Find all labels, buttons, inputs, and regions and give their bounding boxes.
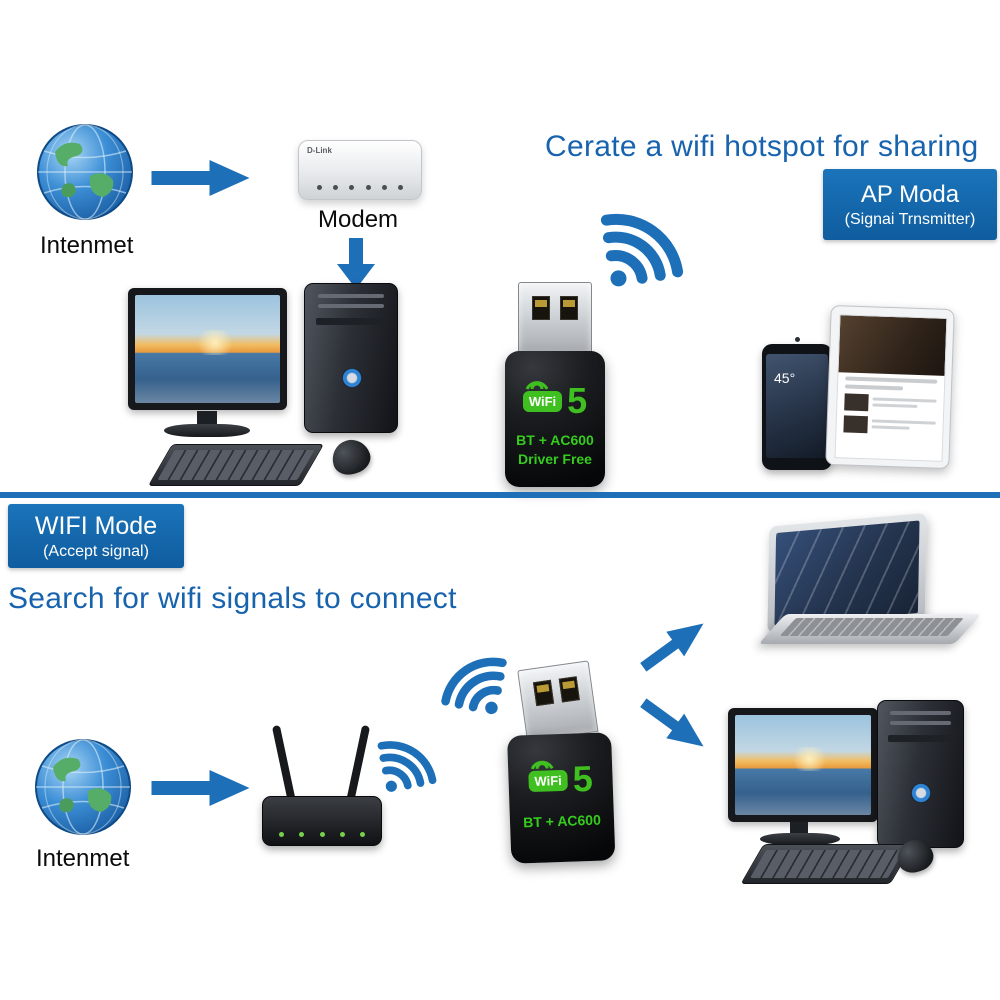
wifi-badge: WiFi xyxy=(522,390,563,412)
adapter-body: WiFi 5 BT + AC600 Driver Free xyxy=(505,351,605,487)
wifi-mode-subtitle: (Accept signal) xyxy=(43,543,149,561)
arrow-internet-to-router xyxy=(148,768,255,808)
tablet-hero-image xyxy=(838,315,947,376)
monitor-screen-beach xyxy=(135,295,280,403)
internet-globe-icon-bottom xyxy=(33,737,133,837)
ap-mode-subtitle: (Signai Trnsmitter) xyxy=(844,210,976,228)
arrow-modem-to-pc xyxy=(336,238,376,290)
router-device xyxy=(262,796,382,846)
wifi-signal-icon-router xyxy=(358,714,455,811)
power-button xyxy=(342,368,362,388)
smartphone: 45° xyxy=(762,337,832,470)
internet-label-bottom: Intenmet xyxy=(36,845,130,872)
modem-label: Modem xyxy=(318,206,399,233)
usb-wifi-adapter-top: WiFi 5 BT + AC600 Driver Free xyxy=(505,282,605,487)
internet-label-top: Intenmet xyxy=(40,232,134,259)
internet-globe-icon xyxy=(35,122,135,222)
phone-screen: 45° xyxy=(766,354,828,458)
modem-brand: D-Link xyxy=(307,146,332,155)
arrow-to-desktop xyxy=(630,684,719,766)
wifi5-logo: WiFi 5 xyxy=(505,351,605,421)
tablet-screen xyxy=(834,314,948,462)
monitor-base xyxy=(164,424,250,437)
monitor-neck xyxy=(790,822,808,834)
wifi-number: 5 xyxy=(567,380,588,421)
ap-mode-box: AP Moda (Signai Trnsmitter) xyxy=(823,169,997,240)
usb-connector xyxy=(518,282,592,354)
bottom-headline: Search for wifi signals to connect xyxy=(8,582,457,615)
wifi-signal-icon-middle xyxy=(420,628,528,736)
wifi5-logo: WiFi 5 xyxy=(507,732,613,800)
section-divider xyxy=(0,492,1000,498)
wifi-arcs-icon xyxy=(525,380,549,390)
desktop-monitor-bottom xyxy=(728,708,878,822)
adapter-text: BT + AC600 xyxy=(522,812,602,831)
power-button xyxy=(911,783,931,803)
monitor-screen-beach xyxy=(735,715,871,815)
usb-connector xyxy=(517,660,599,742)
top-headline: Cerate a wifi hotspot for sharing xyxy=(545,130,979,163)
usb-wifi-adapter-bottom: WiFi 5 BT + AC600 xyxy=(505,660,616,864)
wifi-number: 5 xyxy=(571,757,594,800)
wifi-signal-icon-top xyxy=(572,176,712,316)
monitor-base xyxy=(760,833,840,845)
keyboard-bottom xyxy=(740,844,914,884)
desktop-monitor-top xyxy=(128,288,287,410)
tablet xyxy=(825,304,955,470)
wifi-arcs-icon xyxy=(530,760,554,770)
arrow-to-laptop xyxy=(630,604,719,686)
wifi-badge: WiFi xyxy=(528,769,569,792)
modem-leds xyxy=(317,185,403,190)
modem-device: D-Link xyxy=(298,140,422,200)
adapter-text: BT + AC600 Driver Free xyxy=(516,432,594,467)
laptop-base xyxy=(758,614,982,644)
pc-tower-top xyxy=(304,283,398,433)
phone-temperature: 45° xyxy=(774,370,796,386)
adapter-body: WiFi 5 BT + AC600 xyxy=(507,732,616,864)
wifi-mode-box: WIFI Mode (Accept signal) xyxy=(8,504,184,568)
keyboard-top xyxy=(147,444,325,486)
router-leds xyxy=(279,832,365,837)
arrow-internet-to-modem xyxy=(148,158,255,198)
mouse-top xyxy=(327,434,375,480)
ap-mode-title: AP Moda xyxy=(860,180,960,208)
monitor-neck xyxy=(197,411,217,425)
pc-tower-bottom xyxy=(877,700,964,848)
wifi-mode-title: WIFI Mode xyxy=(34,511,158,540)
router-antenna-left xyxy=(271,724,296,803)
